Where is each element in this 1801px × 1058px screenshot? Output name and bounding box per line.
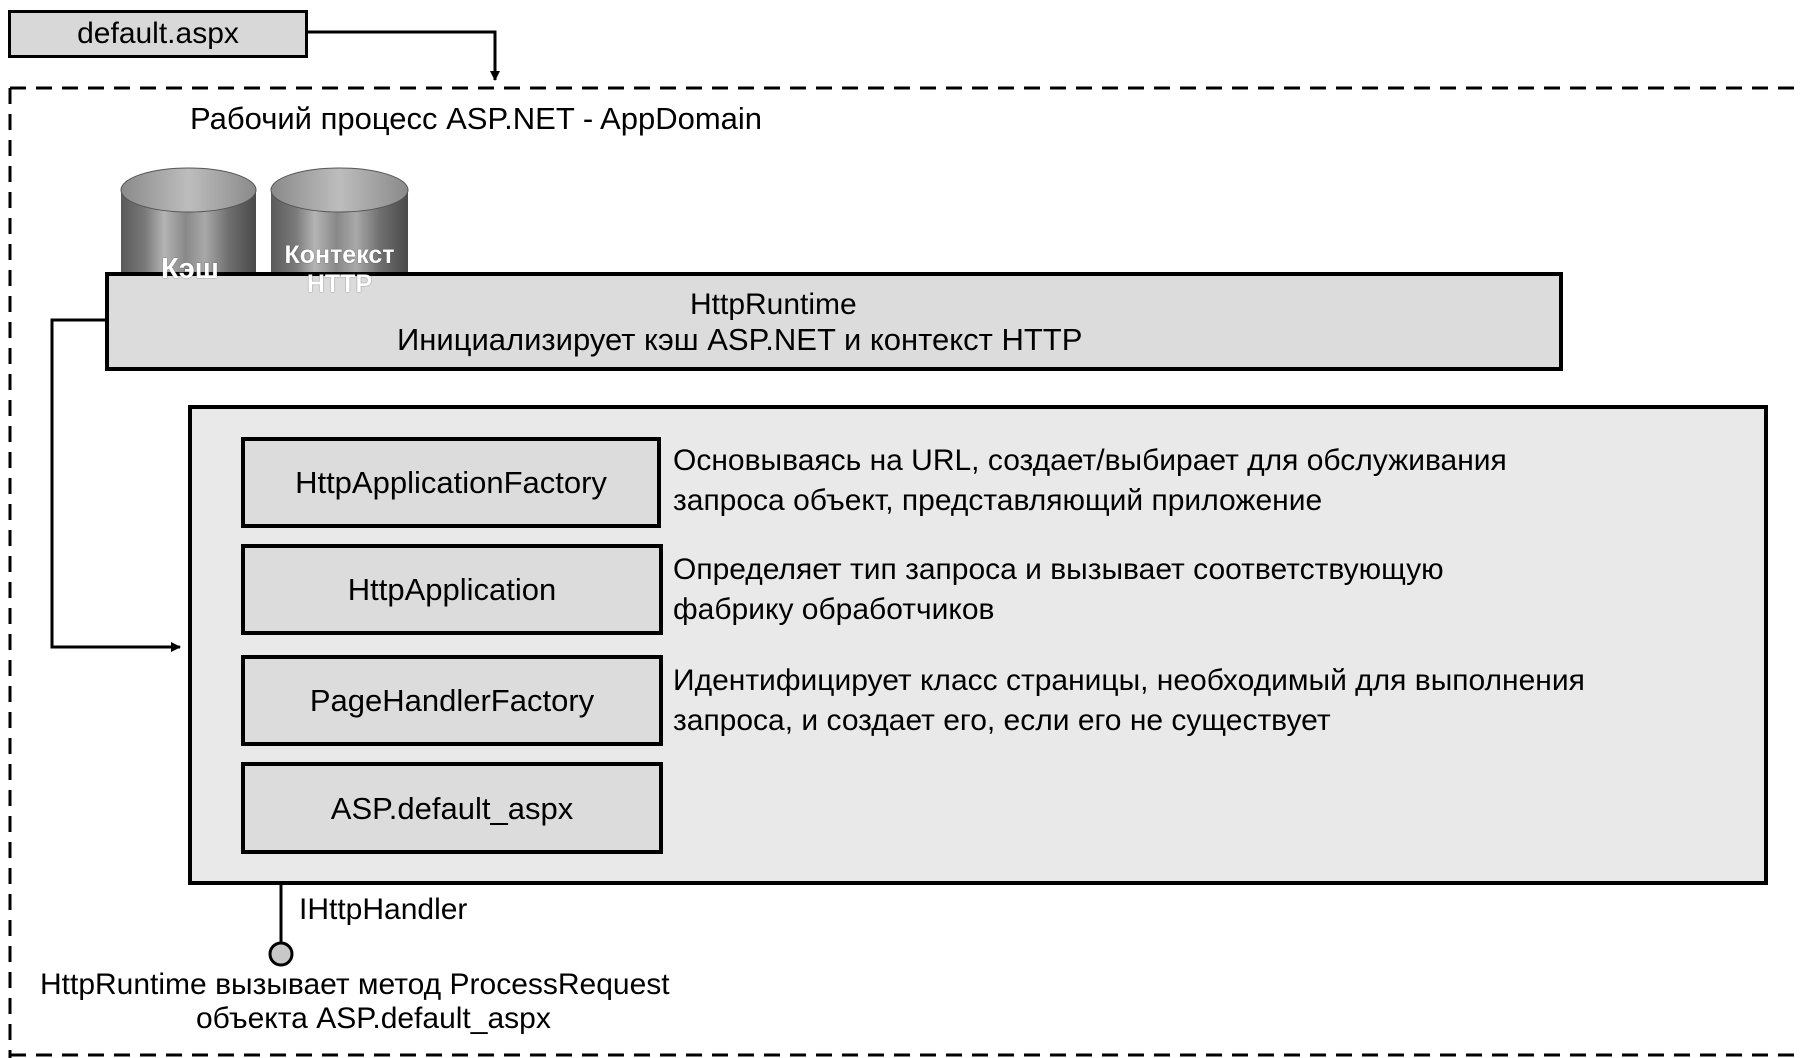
pagehandlerfactory-desc-line2: запроса, и создает его, если его не суще… [673, 704, 1331, 737]
httpapplicationfactory-desc-line1: Основываясь на URL, создает/выбирает для… [673, 444, 1507, 477]
pagehandlerfactory-desc-line1: Идентифицирует класс страницы, необходим… [673, 664, 1585, 697]
default-aspx-class-box: ASP.default_aspx [241, 762, 663, 854]
httpapplication-desc-line1: Определяет тип запроса и вызывает соотве… [673, 553, 1444, 586]
httpapplication-box: HttpApplication [241, 544, 663, 635]
httpapplicationfactory-desc-line2: запроса объект, представляющий приложени… [673, 484, 1323, 517]
cache-label: Кэш [161, 253, 219, 285]
pagehandlerfactory-label: PageHandlerFactory [309, 683, 595, 718]
default-aspx-class-label: ASP.default_aspx [330, 790, 574, 826]
httpapplicationfactory-label: HttpApplicationFactory [295, 465, 607, 500]
default-aspx-box: default.aspx [8, 10, 308, 58]
ihttphandler-lollipop [268, 941, 294, 967]
http-context-label-line2: HTTP [306, 270, 373, 298]
request-connector [307, 30, 500, 81]
pagehandlerfactory-box: PageHandlerFactory [241, 655, 663, 746]
httpruntime-box [105, 272, 1563, 371]
httpapplication-label: HttpApplication [347, 572, 557, 607]
httpapplicationfactory-box: HttpApplicationFactory [241, 437, 661, 528]
footer-line2: объекта ASP.default_aspx [196, 1002, 551, 1035]
appdomain-boundary [8, 86, 1801, 1058]
appdomain-title: Рабочий процесс ASP.NET - AppDomain [190, 101, 763, 136]
runtime-to-pipeline-connector [50, 318, 181, 652]
footer-line1: HttpRuntime вызывает метод ProcessReques… [40, 968, 670, 1001]
http-context-label-line1: Контекст [284, 241, 395, 269]
httpruntime-title: HttpRuntime [690, 288, 857, 321]
httpapplication-desc-line2: фабрику обработчиков [673, 593, 995, 626]
default-aspx-label: default.aspx [77, 17, 239, 50]
ihttphandler-label: IHttpHandler [299, 893, 468, 926]
httpruntime-description: Инициализирует кэш ASP.NET и контекст HT… [397, 322, 1083, 357]
